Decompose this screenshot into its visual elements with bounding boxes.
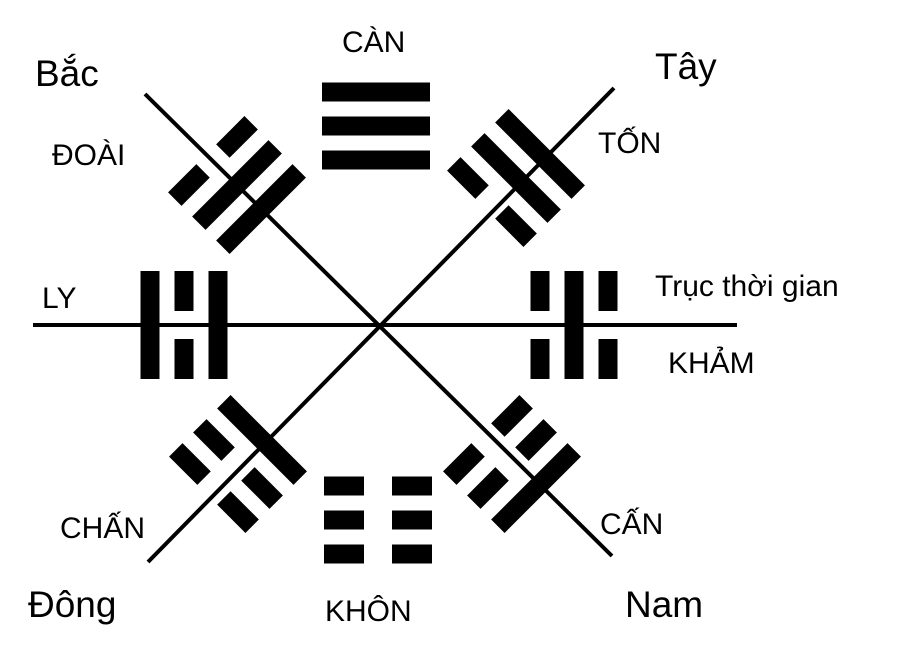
time-axis-label: Trục thời gian — [655, 270, 839, 303]
diagonal-west-east — [146, 86, 616, 564]
direction-east-label: Đông — [28, 584, 116, 625]
trigram-label-doai: ĐOÀI — [52, 139, 125, 172]
solid-line — [322, 82, 430, 102]
broken-line-segment — [324, 476, 364, 496]
solid-line — [217, 395, 307, 485]
broken-line-segment — [324, 510, 364, 530]
trigram-kham — [530, 271, 618, 379]
broken-line-segment — [530, 339, 550, 379]
trigram-label-ly: LY — [42, 282, 76, 315]
broken-line-segment — [193, 419, 235, 461]
broken-line-segment — [491, 395, 533, 437]
trigrams — [140, 82, 618, 564]
trigram-label-khon: KHÔN — [325, 594, 412, 628]
trigram-can-heaven — [322, 82, 430, 170]
solid-line — [322, 150, 430, 170]
solid-line — [216, 164, 306, 254]
broken-line-segment — [515, 419, 557, 461]
solid-line — [140, 271, 160, 379]
broken-line-segment — [217, 491, 259, 533]
broken-line-segment — [174, 271, 194, 311]
trigram-ly — [140, 271, 228, 379]
trigram-label-can-mountain: CẤN — [600, 507, 663, 541]
trigram-label-kham: KHẢM — [668, 346, 755, 380]
broken-line-segment — [168, 164, 210, 206]
solid-line — [564, 271, 584, 379]
solid-line — [495, 109, 585, 199]
direction-north-label: Bắc — [35, 53, 99, 94]
solid-line — [471, 133, 561, 223]
trigram-can-mountain — [443, 395, 581, 533]
broken-line-segment — [392, 544, 432, 564]
solid-line — [322, 116, 430, 136]
broken-line-segment — [598, 339, 618, 379]
broken-line-segment — [443, 443, 485, 485]
broken-line-segment — [174, 339, 194, 379]
trigram-label-ton: TỐN — [598, 126, 661, 160]
broken-line-segment — [324, 544, 364, 564]
solid-line — [192, 140, 282, 230]
broken-line-segment — [169, 443, 211, 485]
broken-line-segment — [392, 510, 432, 530]
broken-line-segment — [598, 271, 618, 311]
trigram-label-can-heaven: CÀN — [342, 26, 405, 59]
broken-line-segment — [241, 467, 283, 509]
direction-west-label: Tây — [655, 46, 717, 87]
trigram-ton — [447, 109, 585, 247]
broken-line-segment — [392, 476, 432, 496]
broken-line-segment — [467, 467, 509, 509]
broken-line-segment — [495, 205, 537, 247]
broken-line-segment — [530, 271, 550, 311]
direction-south-label: Nam — [625, 584, 703, 625]
trigram-doai — [168, 116, 306, 254]
trigram-label-chan: CHẤN — [60, 511, 145, 545]
broken-line-segment — [216, 116, 258, 158]
trigram-khon — [324, 476, 432, 564]
trigram-chan — [169, 395, 307, 533]
solid-line — [491, 443, 581, 533]
solid-line — [208, 271, 228, 379]
broken-line-segment — [447, 157, 489, 199]
